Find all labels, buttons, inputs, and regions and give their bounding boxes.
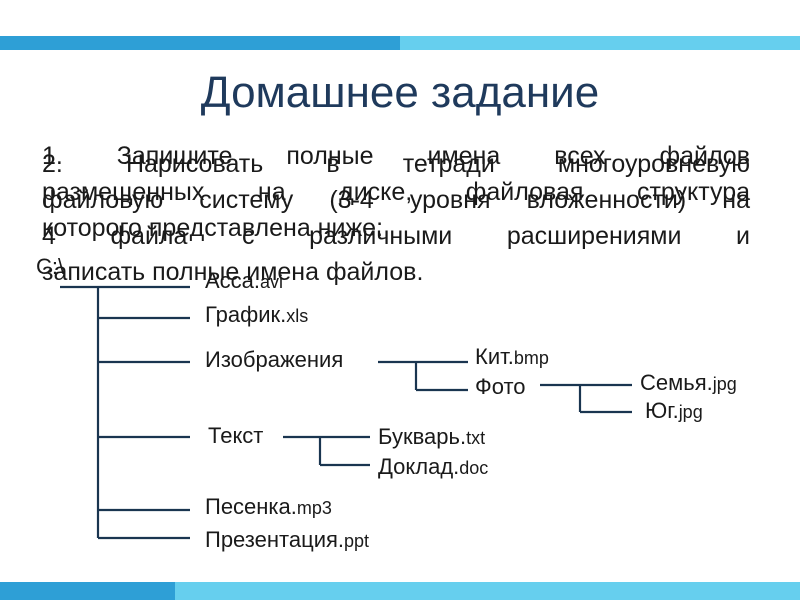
folder-name: Фото [475, 374, 526, 399]
header-bar-light [400, 36, 800, 50]
file-doklad: Доклад.doc [378, 454, 488, 481]
folder-tekst: Текст [208, 423, 263, 449]
file-grafik: График.xls [205, 302, 308, 329]
file-semya: Семья.jpg [640, 370, 737, 397]
file-name: Юг. [645, 398, 679, 423]
file-kit: Кит.bmp [475, 344, 549, 371]
file-ext: ppt [344, 531, 370, 551]
task-text-1: 1. Запишите полные имена всех файлов раз… [42, 138, 750, 246]
task-2-line: записать полные имена файлов. [42, 258, 424, 286]
file-ext: txt [466, 428, 486, 448]
header-bar-dark [0, 36, 400, 50]
file-name: Песенка. [205, 494, 297, 519]
slide-title: Домашнее задание [200, 68, 600, 117]
file-ext: doc [459, 458, 489, 478]
file-ext: avi [260, 272, 284, 292]
folder-name: Текст [208, 423, 264, 448]
task-2-line: 4 файла с различными расширениями и [42, 222, 750, 250]
task-1-line: которого представлена ниже: [42, 214, 384, 242]
file-prezentatsiya: Презентация.ppt [205, 527, 369, 554]
file-bukvar: Букварь.txt [378, 424, 485, 451]
task-1-line: 1. Запишите полные имена всех файлов [42, 142, 750, 170]
task-text-2: 2. Нарисовать в тетради многоуровневую ф… [42, 146, 750, 290]
file-ext: bmp [513, 348, 549, 368]
file-name: Букварь. [378, 424, 467, 449]
folder-foto: Фото [475, 374, 526, 400]
task-2-line: файловую систему (3-4 уровня вложенности… [42, 186, 750, 214]
file-name: Семья. [640, 370, 713, 395]
file-ext: jpg [712, 374, 737, 394]
file-ext: xls [286, 306, 309, 326]
folder-name: Изображения [205, 347, 344, 372]
file-name: Презентация. [205, 527, 345, 552]
file-name: Доклад. [378, 454, 460, 479]
drive-root-label: C:\ [36, 254, 65, 279]
task-1-line: размещенных на диске, файловая структура [42, 178, 750, 206]
footer-bar-dark [0, 582, 175, 600]
file-name: Кит. [475, 344, 514, 369]
file-ext: mp3 [296, 498, 332, 518]
file-yug: Юг.jpg [645, 398, 703, 425]
file-pesenka: Песенка.mp3 [205, 494, 332, 521]
task-2-line: 2. Нарисовать в тетради многоуровневую [42, 150, 750, 178]
file-name: Асса. [205, 268, 261, 293]
file-acca: Асса.avi [205, 268, 283, 295]
file-name: График. [205, 302, 287, 327]
file-ext: jpg [678, 402, 703, 422]
footer-bar-light [175, 582, 800, 600]
folder-izobrazheniya: Изображения [205, 347, 343, 373]
